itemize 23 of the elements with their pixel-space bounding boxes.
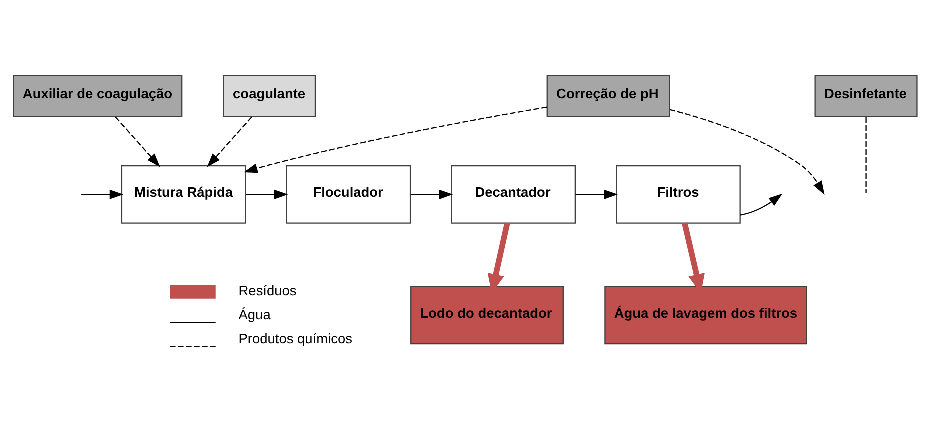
node-box: Auxiliar de coagulação xyxy=(13,74,183,117)
legend-label: Água xyxy=(238,307,271,322)
arrow xyxy=(244,106,548,173)
node-box: Filtros xyxy=(616,164,741,224)
arrow xyxy=(670,108,825,194)
node-box: Floculador xyxy=(286,164,412,224)
node-box: Correção de pH xyxy=(546,74,670,117)
arrow xyxy=(207,116,252,167)
arrow xyxy=(740,193,783,216)
node-box: Mistura Rápida xyxy=(121,164,246,224)
connector xyxy=(866,116,867,193)
arrow xyxy=(115,116,160,167)
legend-label: Produtos químicos xyxy=(238,331,353,346)
legend-label: Resíduos xyxy=(238,283,297,298)
arrow xyxy=(82,189,124,199)
node-box: coagulante xyxy=(223,74,316,117)
arrow xyxy=(246,189,288,199)
arrow xyxy=(410,189,454,199)
node-box: Decantador xyxy=(451,164,576,224)
arrow xyxy=(576,189,618,199)
node-box: Lodo do decantador xyxy=(410,286,564,344)
node-box: Água de lavagem dos filtros xyxy=(604,286,808,344)
node-box: Desinfetante xyxy=(814,74,918,117)
